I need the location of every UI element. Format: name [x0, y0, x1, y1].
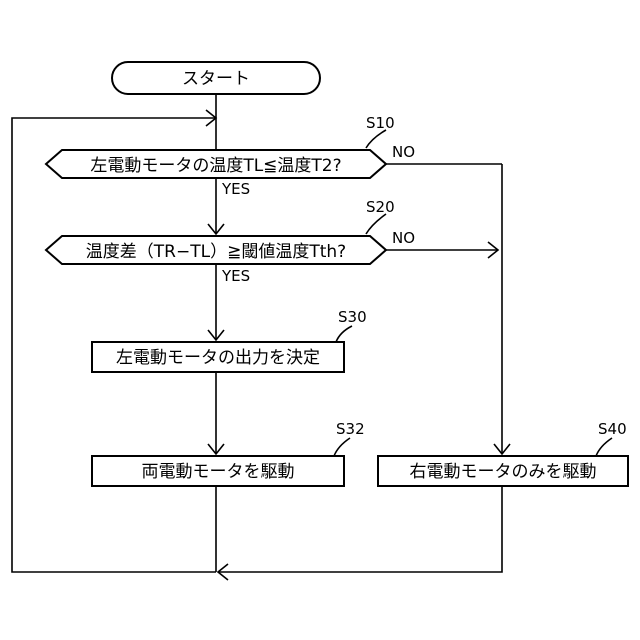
decision-s10: 左電動モータの温度TL≦温度T2? — [46, 150, 386, 178]
process-s30: 左電動モータの出力を決定 — [92, 342, 344, 372]
process-s40-label: 右電動モータのみを駆動 — [410, 462, 597, 482]
s20-yes-label: YES — [221, 267, 250, 285]
step-id-s20: S20 — [366, 198, 395, 216]
start-node: スタート — [112, 62, 320, 94]
decision-s20: 温度差（TR−TL）≧閾値温度Tth? — [46, 236, 386, 264]
step-id-s30-leader — [336, 326, 352, 342]
s20-no-label: NO — [392, 229, 415, 247]
step-id-s10: S10 — [366, 114, 395, 132]
process-s30-label: 左電動モータの出力を決定 — [116, 348, 320, 368]
process-s40: 右電動モータのみを駆動 — [378, 456, 628, 486]
s10-no-label: NO — [392, 143, 415, 161]
step-id-s30: S30 — [338, 308, 367, 326]
step-id-s20-leader — [366, 214, 386, 234]
decision-s20-label: 温度差（TR−TL）≧閾値温度Tth? — [86, 242, 346, 262]
step-id-s40-leader — [596, 438, 612, 456]
step-id-s40: S40 — [598, 420, 627, 438]
step-id-s32-leader — [334, 438, 350, 456]
decision-s10-label: 左電動モータの温度TL≦温度T2? — [90, 156, 341, 176]
process-s32: 両電動モータを駆動 — [92, 456, 344, 486]
connector-s40-bottom — [218, 486, 502, 572]
process-s32-label: 両電動モータを駆動 — [142, 462, 295, 482]
s10-yes-label: YES — [221, 180, 250, 198]
start-label: スタート — [182, 69, 250, 89]
step-id-s10-leader — [366, 130, 386, 148]
step-id-s32: S32 — [336, 420, 365, 438]
